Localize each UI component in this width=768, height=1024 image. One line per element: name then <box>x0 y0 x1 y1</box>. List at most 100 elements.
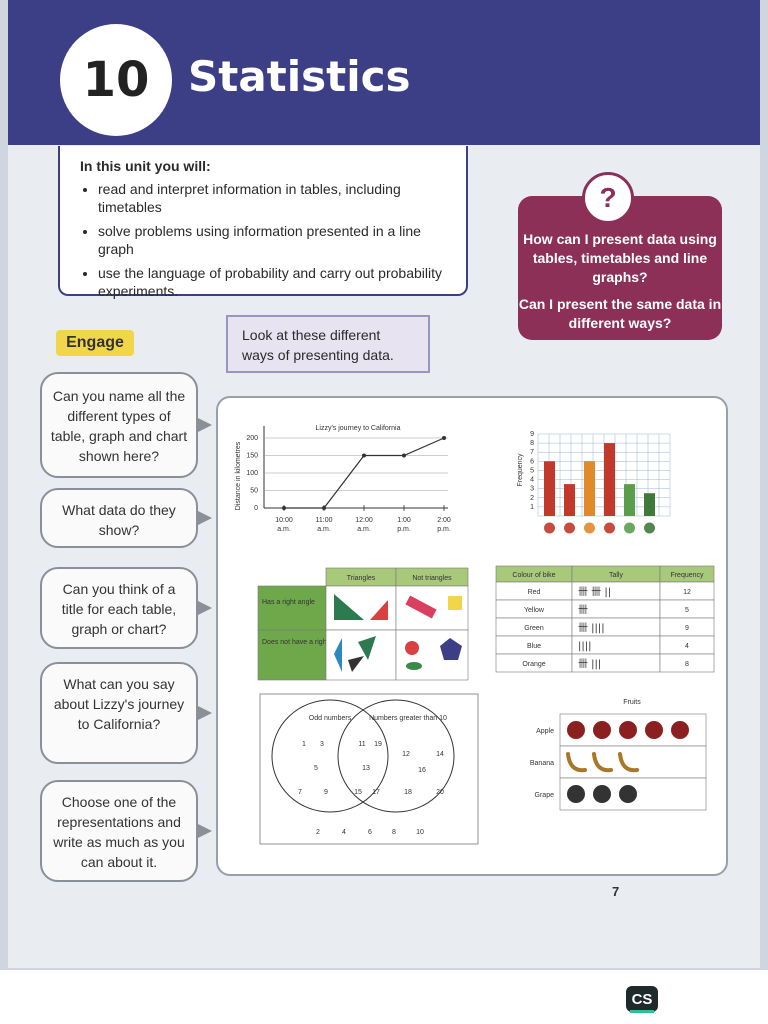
line-graph-x-tick-suffix: a.m. <box>277 526 291 533</box>
unit-number: 10 <box>60 24 172 136</box>
square-shape <box>448 596 462 610</box>
triangle-shape <box>334 638 342 672</box>
bar-chart-y-tick: 2 <box>530 495 534 502</box>
question-mark-icon: ? <box>582 172 634 224</box>
line-graph-point <box>322 506 326 510</box>
venn-number-both: 13 <box>362 765 370 772</box>
bar-chart-bar <box>604 443 615 516</box>
tally-frequency: 5 <box>685 607 689 614</box>
venn-number-right: 20 <box>436 789 444 796</box>
venn-number-right: 12 <box>402 751 410 758</box>
tally-frequency: 12 <box>683 589 691 596</box>
bar-chart-y-tick: 1 <box>530 504 534 511</box>
pictogram-row-frame <box>559 745 707 779</box>
apple-icon <box>593 721 611 739</box>
carroll-diagram: Triangles Not triangles Has a right angl… <box>257 567 469 681</box>
line-graph-x-tick-suffix: p.m. <box>397 526 411 533</box>
tally-marks: 卌 ||| <box>578 658 601 670</box>
tally-colour: Red <box>528 589 541 596</box>
line-graph-y-tick: 100 <box>246 470 258 477</box>
speech-bubble: Can you think of a title for each table,… <box>40 567 212 649</box>
tally-frequency: 4 <box>685 643 689 650</box>
line-graph-x-ticks: 10:00a.m.11:00a.m.12:00a.m.1:00p.m.2:00p… <box>275 505 451 533</box>
page-number: 7 <box>612 884 620 899</box>
venn-number-both: 15 <box>354 789 362 796</box>
carroll-row-header: Has a right angle <box>262 599 315 606</box>
rectangle-shape <box>405 595 437 619</box>
goals-list: read and interpret information in tables… <box>76 180 450 300</box>
line-graph-x-tick: 11:00 <box>316 517 333 524</box>
avocado-icon <box>644 522 655 534</box>
venn-number-left: 5 <box>314 765 318 772</box>
bar-chart-y-tick: 7 <box>530 449 534 456</box>
pictogram-row-label: Apple <box>536 728 554 735</box>
engage-prompt: Look at these different ways of presenti… <box>226 315 430 373</box>
bar-chart-y-tick: 4 <box>530 477 534 484</box>
line-graph-series <box>282 436 446 510</box>
banana-icon <box>592 752 613 773</box>
venn-number-both: 11 <box>358 741 365 748</box>
bar-chart-y-tick: 5 <box>530 467 534 474</box>
line-graph-x-tick-suffix: a.m. <box>317 526 331 533</box>
coconut-icon <box>564 522 575 534</box>
camscanner-logo: CS <box>626 986 658 1012</box>
venn-number-both: 17 <box>372 789 380 796</box>
lime-icon <box>624 522 635 534</box>
venn-frame <box>259 693 479 845</box>
venn-number-both: 19 <box>374 741 382 748</box>
speech-bubble: What can you say about Lizzy's journey t… <box>40 662 212 764</box>
carroll-row-header-cell <box>257 585 327 631</box>
speech-bubble: Choose one of the representations and wr… <box>40 780 212 882</box>
tally-marks: |||| <box>578 641 591 652</box>
pictogram-row-label: Banana <box>530 760 554 767</box>
representations-canvas: Lizzy's journey to California Distance i… <box>235 425 715 845</box>
venn-number-right: 16 <box>418 767 426 774</box>
tally-colour: Green <box>524 625 544 632</box>
line-graph-title: Lizzy's journey to California <box>316 425 401 432</box>
line-graph-y-tick: 0 <box>254 505 258 512</box>
bar-chart-bar <box>564 484 575 516</box>
line-graph-point <box>402 453 406 458</box>
goal-item: read and interpret information in tables… <box>98 180 450 216</box>
bar-chart-bar <box>544 461 555 516</box>
tally-header: Tally <box>609 572 624 579</box>
venn-number-outside: 4 <box>342 829 346 836</box>
banana-icon <box>566 752 587 773</box>
line-graph-x-tick-suffix: p.m. <box>437 526 451 533</box>
ellipse-shape <box>406 662 422 670</box>
line-graph-point <box>442 436 446 440</box>
bar-chart-y-tick: 3 <box>530 486 534 493</box>
venn-number-outside: 2 <box>316 829 320 836</box>
tally-marks: 卌 卌 || <box>578 586 611 598</box>
unit-banner: 10 Statistics <box>8 0 760 145</box>
carroll-row-header: Does not have a right angle <box>262 639 348 646</box>
bar-chart-fruit-icons <box>544 522 655 534</box>
bar-chart-y-tick: 9 <box>530 431 534 438</box>
venn-number-left: 1 <box>302 741 306 748</box>
apple-icon <box>645 721 663 739</box>
carroll-row-header-cell <box>257 629 327 681</box>
bar-chart-bar <box>584 461 595 516</box>
banana-icon <box>584 522 595 534</box>
venn-number-outside: 10 <box>416 829 424 836</box>
venn-right-label: Numbers greater than 10 <box>369 715 447 722</box>
tally-colour: Orange <box>522 661 545 668</box>
venn-left-label: Odd numbers <box>309 715 352 722</box>
tally-frequency: 8 <box>685 661 689 668</box>
venn-left-circle <box>271 699 389 813</box>
line-graph-x-tick: 10:00 <box>275 517 293 524</box>
unit-title: Statistics <box>188 52 411 101</box>
line-graph-gridlines <box>264 437 448 491</box>
venn-number-outside: 8 <box>392 829 396 836</box>
venn-number-right: 18 <box>404 789 412 796</box>
apple-icon <box>619 721 637 739</box>
tally-colour: Blue <box>527 643 541 650</box>
speech-bubble: Can you name all the different types of … <box>40 372 212 478</box>
right-triangle-shape <box>334 594 364 620</box>
tally-colour: Yellow <box>524 607 545 614</box>
